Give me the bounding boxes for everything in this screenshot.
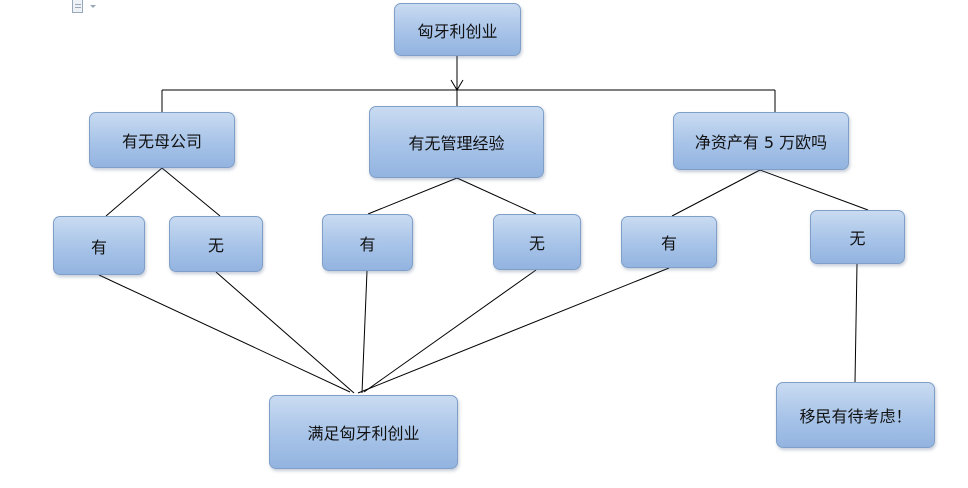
- parent-company-yes-node[interactable]: 有: [53, 216, 145, 275]
- connector-na-yes: [671, 169, 761, 217]
- connector-na-yes-to-eligible: [357, 267, 670, 394]
- net-assets-node[interactable]: 净资产有 5 万欧吗: [673, 112, 849, 170]
- parent-company-no-node[interactable]: 无: [169, 216, 263, 272]
- connector-pc-yes-to-eligible: [98, 274, 351, 393]
- connector-me-yes-to-eligible: [361, 270, 368, 394]
- connector-pc-no-to-eligible: [215, 271, 355, 394]
- root-node[interactable]: 匈牙利创业: [394, 3, 521, 56]
- management-experience-node[interactable]: 有无管理经验: [369, 106, 544, 178]
- dropdown-caret-icon[interactable]: [90, 5, 96, 8]
- connector-me-no-to-eligible: [363, 269, 537, 393]
- net-assets-no-node[interactable]: 无: [810, 210, 905, 264]
- eligible-node[interactable]: 满足匈牙利创业: [269, 395, 458, 469]
- connector-me-yes: [367, 177, 458, 215]
- management-experience-yes-node[interactable]: 有: [322, 214, 413, 271]
- connector-na-no-to-immigration: [854, 263, 858, 383]
- net-assets-yes-node[interactable]: 有: [621, 216, 717, 268]
- connector-me-no: [456, 177, 537, 215]
- immigration-pending-node[interactable]: 移民有待考虑！: [776, 382, 935, 448]
- connector-pc-yes: [105, 167, 163, 217]
- document-icon[interactable]: [72, 0, 83, 13]
- management-experience-no-node[interactable]: 无: [493, 214, 581, 270]
- connector-pc-no: [161, 167, 221, 217]
- connector-na-no: [759, 169, 869, 211]
- parent-company-node[interactable]: 有无母公司: [89, 112, 235, 168]
